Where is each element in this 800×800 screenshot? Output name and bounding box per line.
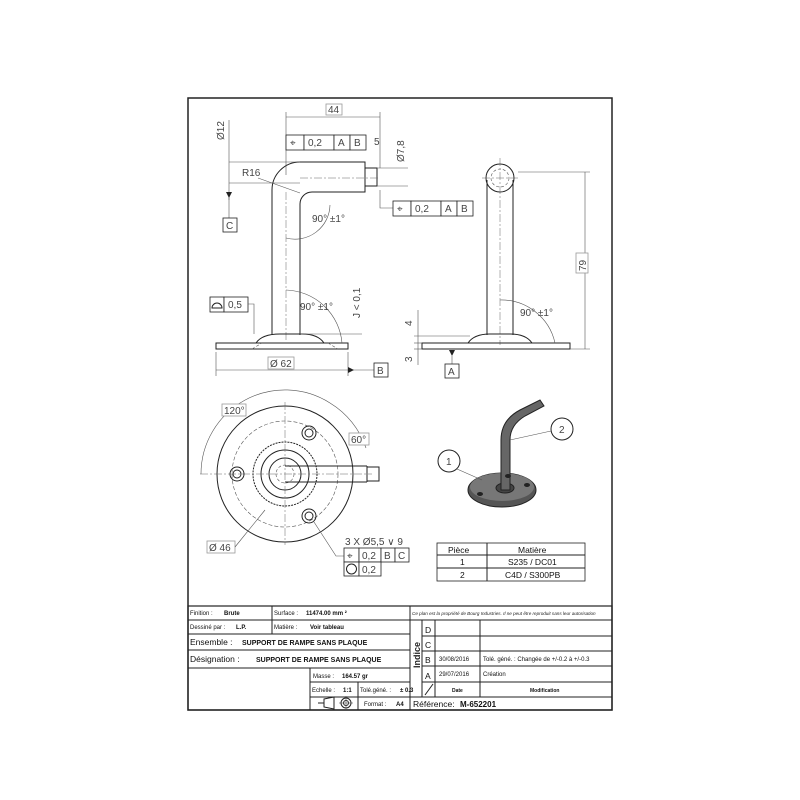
dim-height: 79: [578, 259, 589, 271]
side-view: 79 90° ±1° 4 3 A: [404, 158, 590, 379]
finition-value: Brute: [224, 611, 240, 617]
dessine-value: L.P.: [236, 625, 247, 631]
fcf-top: ⌖ 0,2 A B: [285, 134, 367, 151]
projection-symbol-icon: [318, 696, 353, 710]
angle-side: 90° ±1°: [520, 308, 553, 319]
header-matiere: Matière: [518, 545, 547, 555]
masse-value: 164.57 gr: [342, 674, 369, 680]
surface-value: 11474.00 mm ²: [306, 610, 347, 617]
profile-tolerance-frame: 0,5: [209, 296, 255, 334]
masse-label: Masse :: [313, 674, 334, 680]
fcf-holes-tol: 0,2: [362, 551, 376, 562]
front-view: 44 Ø12 C R16 5 Ø7,8 ⌖ 0,2 A B ⌖ 0,2 A B …: [209, 103, 474, 378]
radius-label: R16: [242, 168, 261, 179]
datum-a: A: [448, 367, 455, 378]
position-icon: ⌖: [397, 204, 403, 215]
fcf-top-tol: 0,2: [308, 138, 322, 149]
balloon-2: 2: [559, 425, 565, 436]
matiere-label: Matière :: [274, 625, 298, 631]
matiere-value: Voir tableau: [310, 625, 344, 631]
fcf-holes-ref1: B: [384, 551, 391, 562]
dim-base-offset: 4: [404, 320, 415, 326]
angle-top: 90° ±1°: [312, 214, 345, 225]
reference-label: Référence:: [413, 699, 455, 709]
table-cell: S235 / DC01: [508, 557, 557, 567]
dim-tip-diameter: Ø7,8: [396, 140, 407, 162]
base-diameter: Ø 62: [270, 359, 292, 370]
format-value: A4: [396, 702, 404, 708]
table-cell: 1: [460, 557, 465, 567]
revision-date: 29/07/2016: [439, 672, 470, 678]
pcd-diameter: Ø 46: [209, 543, 231, 554]
profile-surface-icon: [211, 302, 223, 309]
revision-letter: B: [425, 655, 431, 665]
reference-value: M-652201: [460, 700, 497, 709]
fcf-top-ref2: B: [354, 138, 361, 149]
tolerance-value: ± 0.3: [400, 688, 414, 694]
header-piece: Pièce: [448, 545, 470, 555]
fcf-right: ⌖ 0,2 A B: [392, 200, 474, 217]
table-cell: 2: [460, 570, 465, 580]
balloon-1: 1: [446, 457, 452, 468]
fcf-right-ref1: A: [445, 204, 452, 215]
ensemble-label: Ensemble :: [190, 637, 233, 647]
surface-label: Surface :: [274, 611, 298, 617]
echelle-value: 1:1: [343, 688, 352, 694]
fcf-right-tol: 0,2: [415, 204, 429, 215]
dim-width: 44: [328, 105, 340, 116]
fcf-holes: ⌖ 0,2 B C 0,2: [343, 547, 410, 577]
angle-60: 60°: [351, 435, 366, 446]
circularity-tol: 0,2: [362, 565, 376, 576]
circularity-icon: [346, 563, 357, 575]
holes-callout: 3 X Ø5,5 ∨ 9: [345, 537, 403, 548]
dim-tube-diameter: Ø12: [216, 121, 227, 140]
dim-tip-length: 5: [374, 137, 380, 148]
datum-c: C: [226, 221, 233, 232]
table-cell: C4D / S300PB: [505, 570, 561, 580]
date-header: Date: [452, 688, 463, 694]
revision-letter: D: [425, 625, 431, 635]
isometric-view: 1 2: [437, 399, 574, 508]
tolerance-label: Tolé.géné. :: [360, 688, 391, 694]
top-view: 120° 60° Ø 46 3 X Ø5,5 ∨ 9 ⌖ 0,2 B C 0,2: [200, 389, 410, 577]
flatness-note: J < 0,1: [352, 287, 363, 318]
format-label: Format :: [364, 702, 387, 708]
profile-tol: 0,5: [228, 300, 242, 311]
dim-thickness: 3: [404, 356, 415, 362]
revision-modification: Tolé. géné. : Changée de +/-0.2 à +/-0.3: [483, 657, 590, 663]
title-block: Finition : Brute Surface : 11474.00 mm ²…: [187, 605, 613, 711]
datum-b: B: [377, 366, 384, 377]
modification-header: Modification: [530, 688, 559, 694]
dessine-label: Dessiné par :: [190, 625, 226, 631]
indice-label: Indice: [412, 642, 422, 668]
ensemble-value: SUPPORT DE RAMPE SANS PLAQUE: [242, 640, 368, 647]
revision-date: 30/08/2016: [439, 657, 470, 663]
revision-letter: A: [425, 671, 431, 681]
fcf-holes-ref2: C: [398, 551, 405, 562]
echelle-label: Echelle :: [312, 688, 335, 694]
sheet-frame: [187, 97, 613, 711]
angle-bottom: 90° ±1°: [300, 302, 333, 313]
ownership-notice: Ce plan est la propriété de Bourg Indust…: [412, 611, 596, 616]
parts-table: Pièce Matière 1 S235 / DC01 2 C4D / S300…: [436, 542, 586, 582]
position-icon: ⌖: [290, 138, 296, 149]
fcf-right-ref2: B: [461, 204, 468, 215]
revision-modification: Création: [483, 672, 506, 678]
finition-label: Finition :: [190, 611, 213, 617]
fcf-top-ref1: A: [338, 138, 345, 149]
position-icon: ⌖: [347, 551, 353, 562]
revision-letter: C: [425, 640, 431, 650]
designation-value: SUPPORT DE RAMPE SANS PLAQUE: [256, 657, 382, 664]
designation-label: Désignation :: [190, 654, 240, 664]
angle-120: 120°: [224, 406, 245, 417]
